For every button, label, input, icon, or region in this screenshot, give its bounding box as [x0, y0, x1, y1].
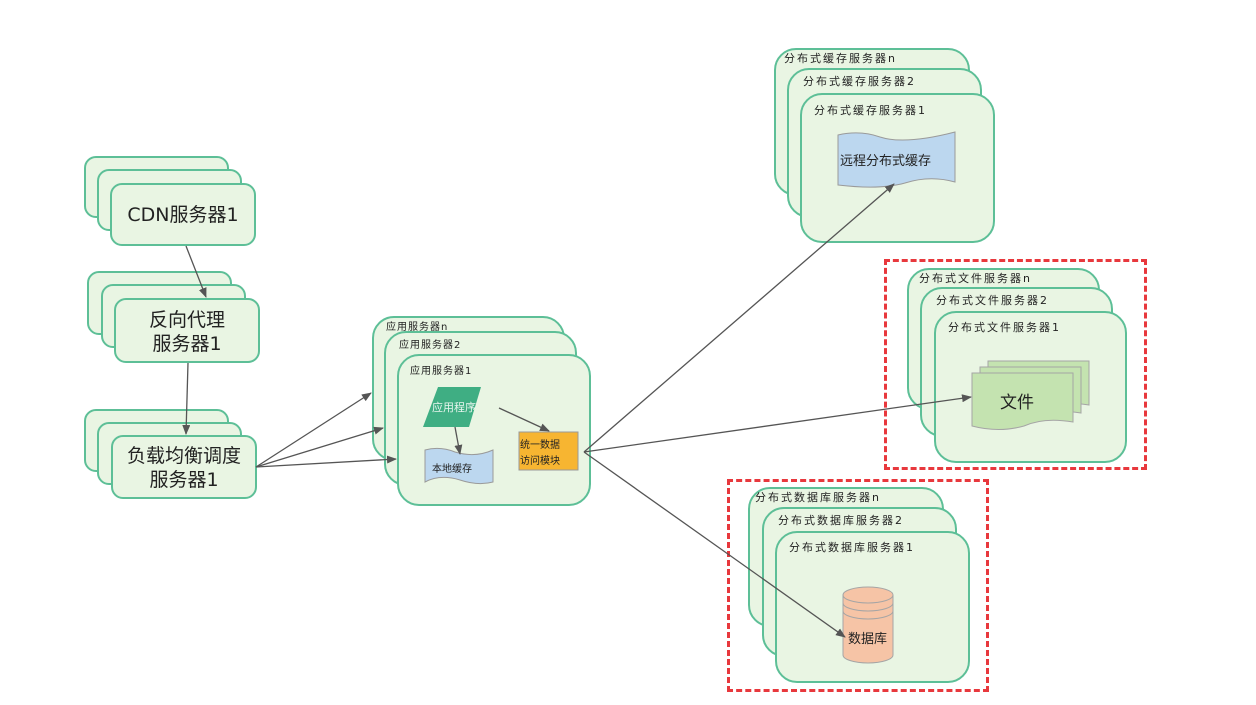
db-server-2-label: 分布式数据库服务器2 — [778, 514, 904, 527]
arrow-program-to-data-access — [498, 407, 550, 432]
file-label: 文件 — [1000, 393, 1034, 413]
arrow-to-remote-cache — [583, 183, 895, 453]
data-access-label-line1: 统一数据 — [520, 440, 560, 451]
arrow-lb-to-app-1 — [255, 455, 397, 468]
reverse-proxy-node: 反向代理 服务器1 — [114, 298, 260, 363]
load-balancer-label-line1: 负载均衡调度 — [126, 445, 241, 467]
reverse-proxy-label-line2: 服务器1 — [152, 333, 222, 355]
cdn-server-label: CDN服务器1 — [127, 204, 239, 226]
app-server-n-label: 应用服务器n — [386, 322, 449, 333]
local-cache-shape — [424, 447, 494, 485]
cache-server-2-label: 分布式缓存服务器2 — [803, 75, 916, 88]
app-program-label: 应用程序 — [432, 401, 476, 414]
db-server-1-label: 分布式数据库服务器1 — [789, 541, 915, 554]
load-balancer-node: 负载均衡调度 服务器1 — [111, 435, 257, 499]
file-server-1-label: 分布式文件服务器1 — [948, 321, 1061, 334]
file-server-2-label: 分布式文件服务器2 — [936, 294, 1049, 307]
db-server-n-label: 分布式数据库服务器n — [755, 491, 881, 504]
database-shape — [842, 595, 894, 664]
data-access-label-line2: 访问模块 — [520, 456, 560, 467]
cache-server-1-label: 分布式缓存服务器1 — [814, 104, 927, 117]
app-program-shape — [423, 387, 481, 427]
arrow-lb-to-app-n — [255, 392, 372, 468]
load-balancer-label-line2: 服务器1 — [149, 469, 219, 491]
arrow-proxy-to-lb — [182, 362, 191, 435]
app-server-1-label: 应用服务器1 — [410, 366, 473, 377]
file-server-n-label: 分布式文件服务器n — [919, 272, 1032, 285]
arrow-lb-to-app-2 — [255, 426, 384, 468]
data-access-module-shape — [518, 431, 579, 471]
file-shape-front — [971, 372, 1074, 430]
arrow-to-database — [583, 451, 846, 638]
arrow-cdn-to-proxy — [185, 245, 207, 298]
app-server-1: 应用服务器1 — [397, 354, 591, 506]
arrow-to-file — [583, 394, 972, 453]
remote-cache-label: 远程分布式缓存 — [840, 154, 932, 169]
local-cache-label: 本地缓存 — [432, 464, 472, 475]
cdn-server-node: CDN服务器1 — [110, 183, 256, 246]
db-server-highlight — [727, 479, 989, 692]
database-label: 数据库 — [848, 632, 888, 647]
file-server-highlight — [884, 259, 1147, 470]
reverse-proxy-label-line1: 反向代理 — [148, 309, 225, 331]
arrow-program-to-local-cache — [454, 426, 463, 455]
remote-cache-shape — [837, 131, 956, 188]
cache-server-n-label: 分布式缓存服务器n — [784, 52, 897, 65]
app-server-2-label: 应用服务器2 — [399, 340, 462, 351]
